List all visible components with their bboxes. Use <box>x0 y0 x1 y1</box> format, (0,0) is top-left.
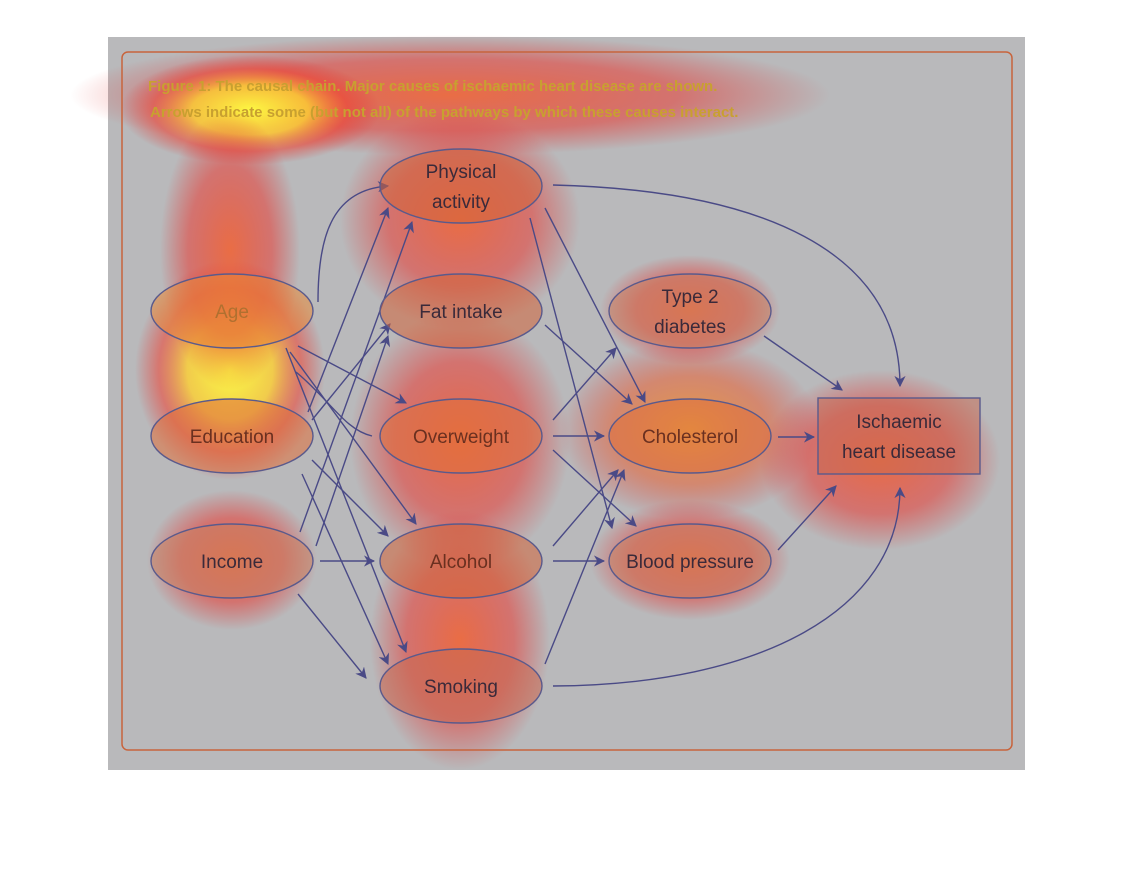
label-type2-diabetes-1: Type 2 <box>661 287 718 308</box>
node-alcohol[interactable] <box>379 523 543 599</box>
label-fat-intake: Fat intake <box>419 302 502 323</box>
node-blood-pressure[interactable] <box>608 523 772 599</box>
edge-age-physical-activity <box>317 181 390 303</box>
edge-physical-activity-blood-pressure <box>529 217 615 530</box>
edge-income-physical-activity <box>299 220 414 533</box>
edge-age-overweight <box>297 345 407 404</box>
label-blood-pressure: Blood pressure <box>626 552 754 573</box>
node-labels: Physical activity Fat intake Age Type 2 … <box>190 162 956 698</box>
edge-fat-intake-cholesterol <box>544 324 633 405</box>
figure-frame <box>121 51 1013 751</box>
caption-line-1: Figure 1: The causal chain. Major causes… <box>148 78 717 95</box>
label-alcohol: Alcohol <box>430 552 492 573</box>
edge-education-smoking <box>301 473 389 666</box>
edge-physical-activity-ihd <box>552 184 906 388</box>
node-fat-intake[interactable] <box>379 273 543 349</box>
edge-smoking-cholesterol <box>544 468 626 665</box>
label-type2-diabetes-2: diabetes <box>654 317 726 338</box>
label-ihd-1: Ischaemic <box>856 412 942 433</box>
edge-age-curve <box>295 371 373 437</box>
edge-overweight-diabetes <box>552 347 617 421</box>
node-cholesterol[interactable] <box>608 398 772 474</box>
edge-smoking-ihd <box>552 486 906 687</box>
edge-income-fat-intake <box>315 334 391 547</box>
node-type2-diabetes[interactable] <box>608 273 772 349</box>
label-overweight: Overweight <box>413 427 510 448</box>
node-age[interactable] <box>150 273 314 349</box>
label-income: Income <box>201 552 263 573</box>
edge-education-fat-intake <box>311 323 391 421</box>
label-cholesterol: Cholesterol <box>642 427 738 448</box>
edge-alcohol-cholesterol <box>552 469 619 547</box>
caption-line-2: Arrows indicate some (but not all) of th… <box>150 104 738 121</box>
label-smoking: Smoking <box>424 677 498 698</box>
edge-diabetes-ihd <box>763 335 843 391</box>
node-smoking[interactable] <box>379 648 543 724</box>
node-physical-activity[interactable] <box>379 148 543 224</box>
label-age: Age <box>215 302 249 323</box>
edge-education-alcohol <box>311 459 389 537</box>
edges <box>285 181 906 687</box>
label-ihd-2: heart disease <box>842 442 956 463</box>
label-education: Education <box>190 427 275 448</box>
node-income[interactable] <box>150 523 314 599</box>
edge-blood-pressure-ihd <box>777 485 837 551</box>
node-ischaemic-heart-disease[interactable] <box>817 397 981 475</box>
node-education[interactable] <box>150 398 314 474</box>
nodes <box>150 148 981 724</box>
label-physical-activity-1: Physical <box>426 162 497 183</box>
edge-education-physical-activity <box>307 206 390 413</box>
node-overweight[interactable] <box>379 398 543 474</box>
edge-income-smoking <box>297 593 367 679</box>
edge-physical-activity-cholesterol <box>544 207 646 403</box>
edge-age-smoking <box>285 347 408 654</box>
label-physical-activity-2: activity <box>432 192 491 213</box>
edge-overweight-blood-pressure <box>552 449 637 527</box>
